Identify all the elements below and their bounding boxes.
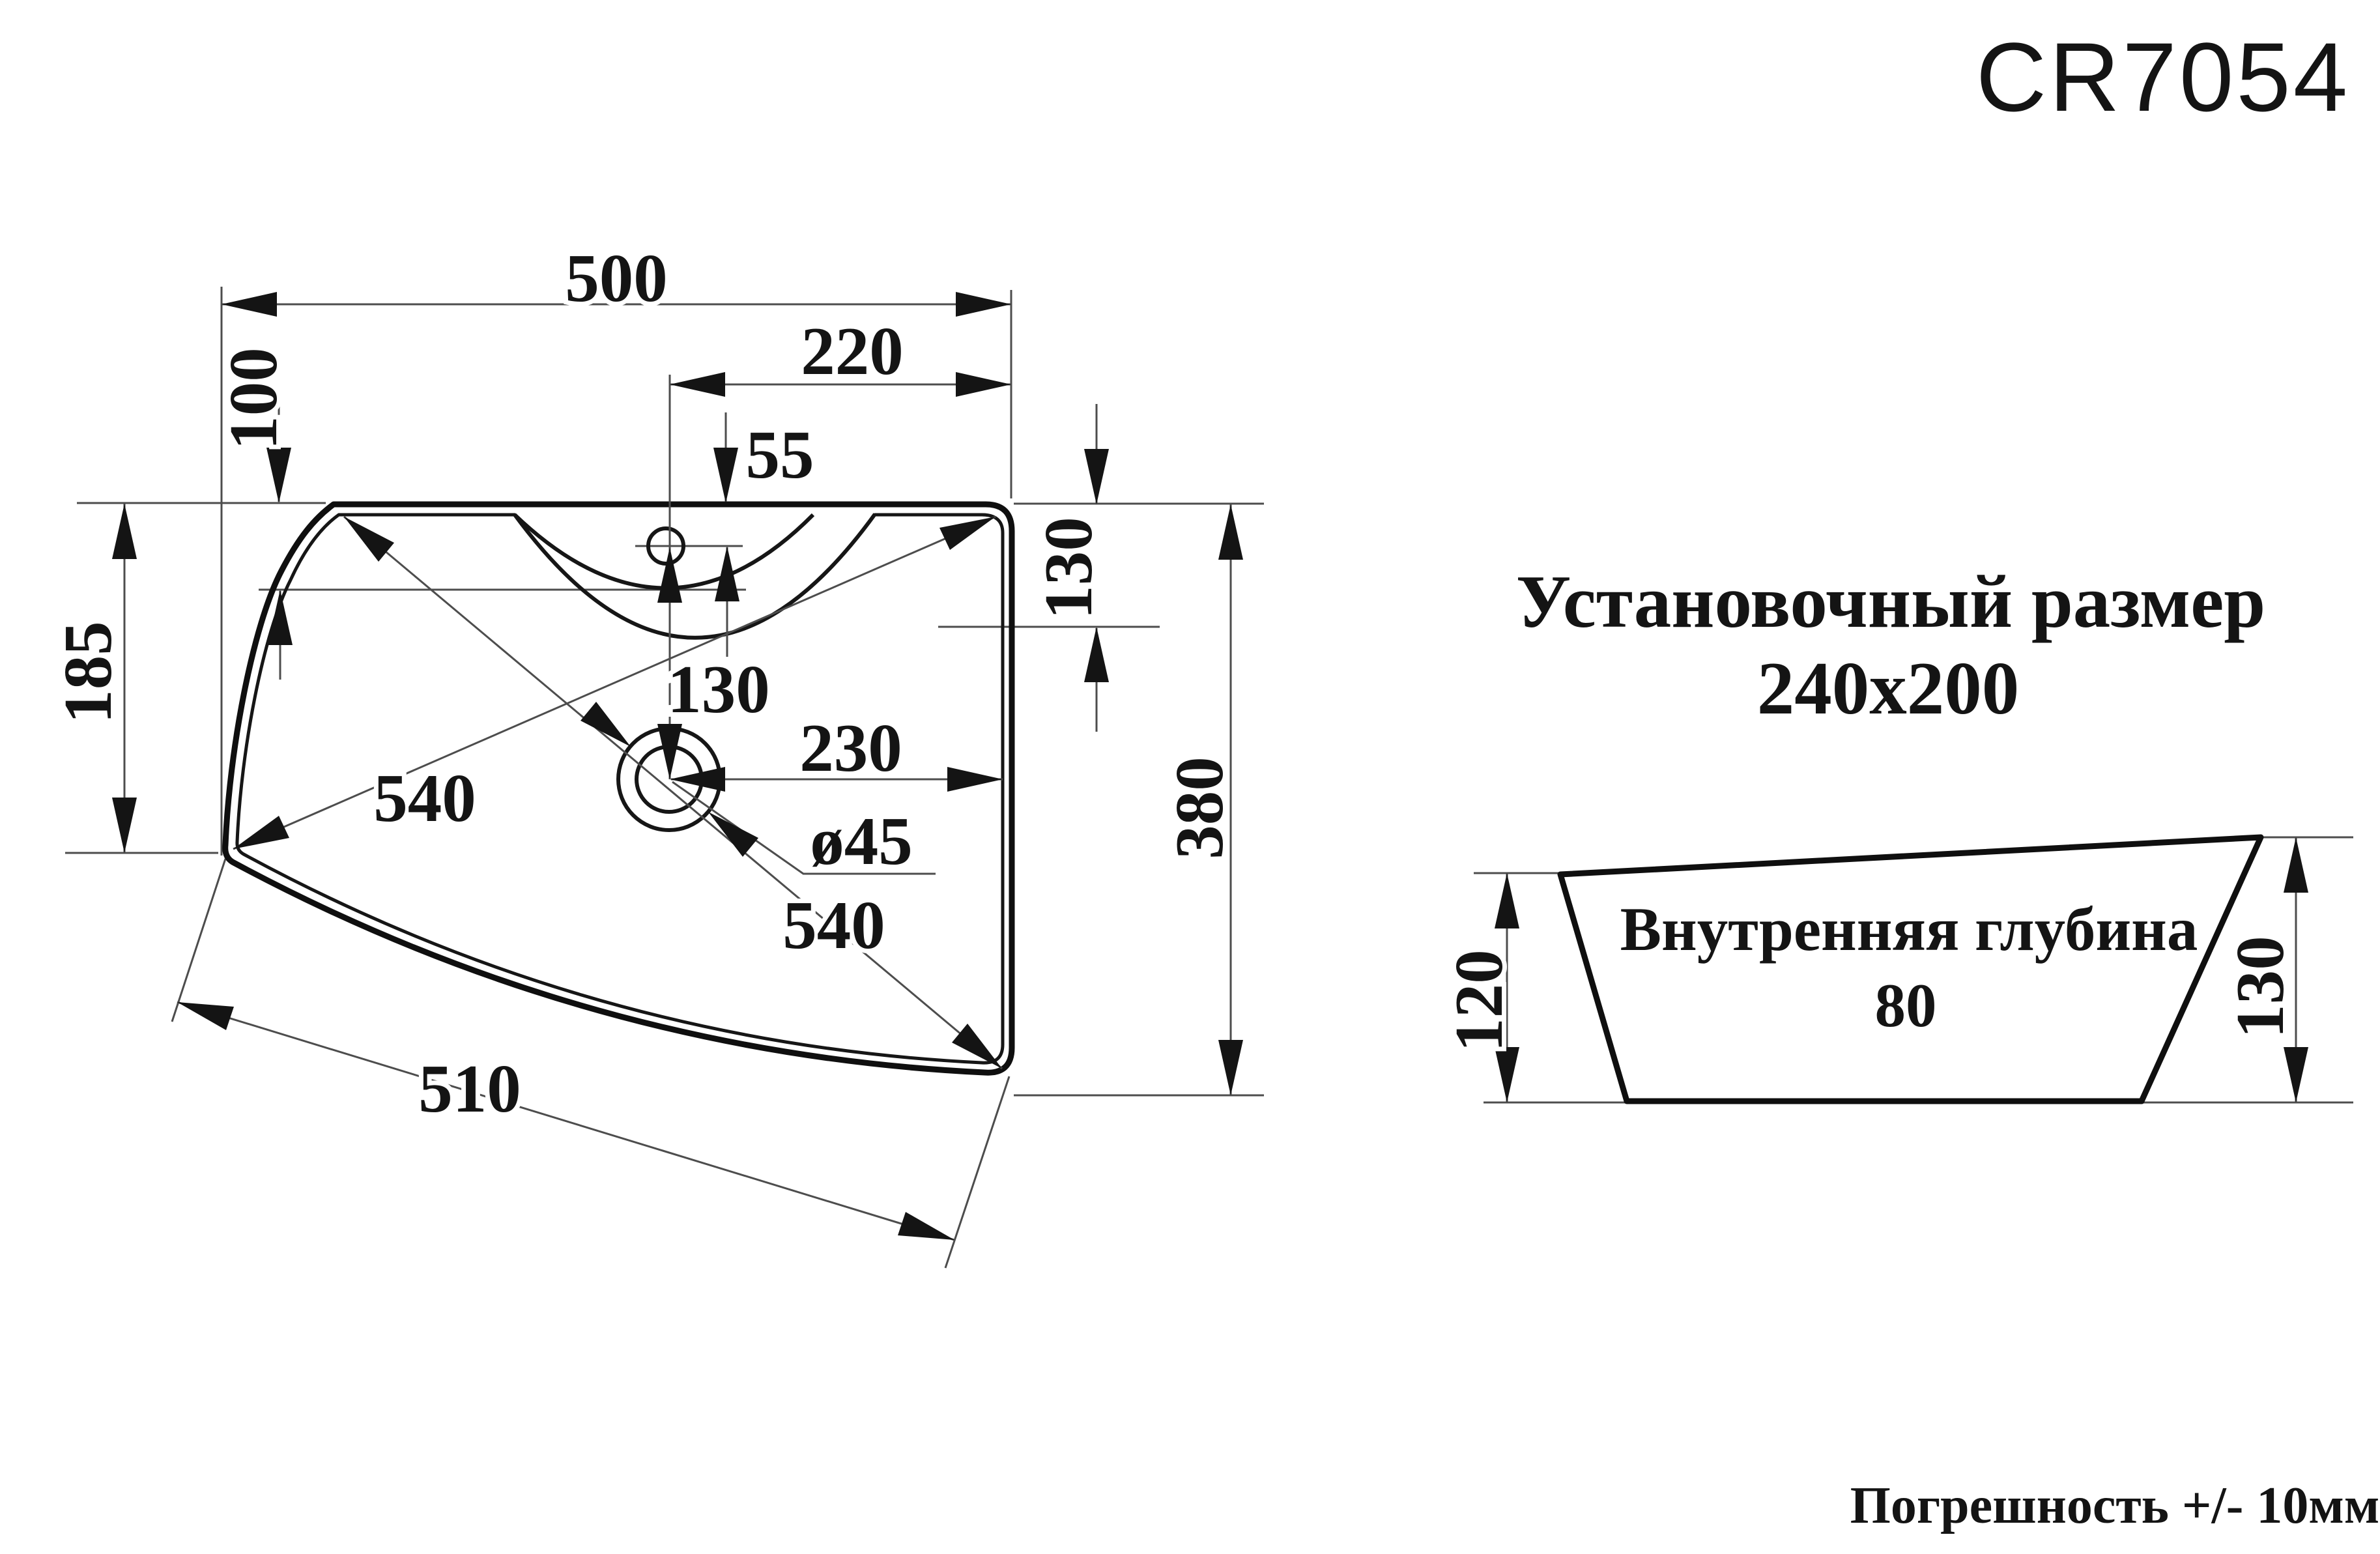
dim-side-left-height: 120 [1436, 873, 1521, 1102]
dim-label-185: 185 [50, 621, 126, 724]
inner-depth-label: Внутренняя глубина [1620, 895, 2198, 964]
dim-drain-to-edge: 230 [670, 705, 1003, 792]
tolerance-note: Погрешность +/- 10мм [1850, 1477, 2380, 1534]
dim-overall-width: 500 [222, 235, 1011, 321]
dim-tap-to-drain: 130 [657, 547, 775, 779]
dim-left-depth: 185 [45, 504, 137, 853]
dim-label-540-right: 540 [782, 887, 885, 963]
dim-label-120: 120 [1441, 949, 1517, 1052]
plan-view: 500 220 55 100 [45, 235, 1264, 1269]
dim-label-500: 500 [565, 240, 668, 316]
dim-lip-depth: 100 [210, 343, 296, 680]
dim-side-right-height: 130 [2217, 837, 2308, 1102]
dim-label-380: 380 [1161, 756, 1237, 859]
dim-label-100: 100 [215, 347, 291, 450]
dim-label-130-right: 130 [1030, 517, 1106, 620]
dim-label-540-left: 540 [373, 760, 476, 836]
dim-label-130-drain: 130 [667, 651, 770, 727]
dim-label-510: 510 [418, 1050, 521, 1127]
sink-outer-contour [222, 501, 1015, 1076]
dim-label-220: 220 [801, 313, 904, 389]
side-profile-outline [1557, 834, 2264, 1104]
basin-lip-lower-curve [513, 513, 877, 640]
dim-label-d45: ø45 [810, 803, 913, 879]
dim-diagonal-tr-bl: 540 [233, 515, 996, 850]
dim-label-130-side: 130 [2222, 936, 2298, 1039]
faucet-hole [646, 526, 685, 566]
dim-bottom-edge: 510 [177, 1001, 955, 1241]
dim-tap-offset: 55 [713, 412, 819, 657]
dim-tap-to-edge: 220 [670, 308, 1011, 397]
installation-size-heading: Установочный размер [1516, 560, 2265, 643]
dim-basin-depth-right: 130 [1025, 404, 1111, 732]
dim-drain-diameter: ø45 [672, 781, 936, 884]
extension-lines [65, 287, 1264, 1269]
dim-diagonal-tl-br: 540 [343, 515, 1003, 1070]
dim-label-230: 230 [799, 710, 902, 786]
model-number: CR7054 [1976, 22, 2350, 132]
installation-size-value: 240x200 [1757, 647, 2020, 730]
inner-depth-value: 80 [1875, 971, 1937, 1040]
dim-overall-depth: 380 [1156, 504, 1243, 1095]
dim-label-55: 55 [746, 416, 814, 493]
side-view: Установочный размер 240x200 Внутренняя г… [1436, 560, 2353, 1104]
